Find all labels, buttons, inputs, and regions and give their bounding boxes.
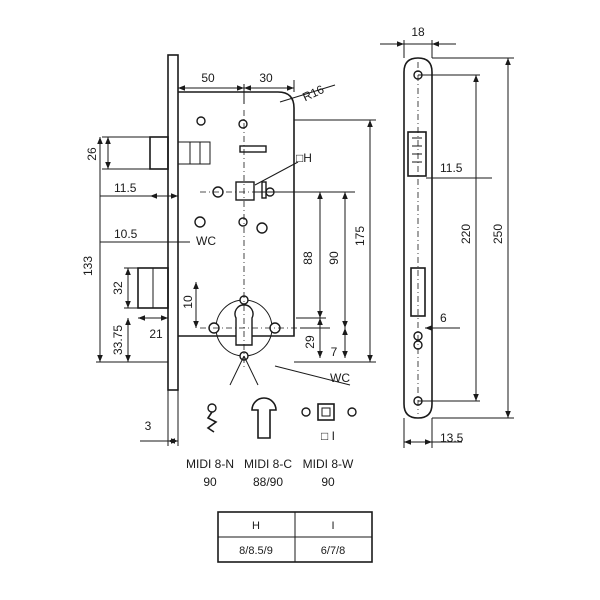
dim-r16: R16 <box>300 82 326 104</box>
dim-11-5-right: 11.5 <box>440 161 463 175</box>
table-header-i: I <box>331 520 334 532</box>
dim-7: 7 <box>331 345 338 359</box>
spec-table: H I 8/8.5/9 6/7/8 <box>217 511 373 563</box>
variant-value: 88/90 <box>253 475 283 489</box>
dim-30: 30 <box>259 71 273 85</box>
faceplate-side <box>167 54 179 391</box>
label-square-i: □ I <box>321 429 335 443</box>
bolt-opening <box>410 267 426 317</box>
dim-10: 10 <box>181 295 195 309</box>
euro-cylinder-icon <box>251 397 277 439</box>
dim-33-75: 33.75 <box>111 325 125 355</box>
screw-hole <box>238 119 248 129</box>
screw-hole <box>256 222 268 234</box>
dim-3: 3 <box>145 419 152 433</box>
label-square-h: □H <box>296 151 312 165</box>
dim-6: 6 <box>440 311 447 325</box>
screw-hole <box>196 116 206 126</box>
latch-bolt <box>149 136 169 170</box>
dim-29: 29 <box>303 335 317 349</box>
wc-square-icon <box>301 403 357 421</box>
cylinder-profile <box>234 304 254 346</box>
dim-18: 18 <box>411 25 425 39</box>
table-header-h: H <box>252 520 260 532</box>
dim-10-5: 10.5 <box>114 227 138 241</box>
slot-hole <box>239 145 267 153</box>
faceplate-outline <box>403 57 433 419</box>
dim-220: 220 <box>459 224 473 244</box>
dim-13-5: 13.5 <box>440 431 464 445</box>
latch-opening <box>407 131 427 177</box>
table-cell-h: 8/8.5/9 <box>239 545 273 557</box>
table-cell-i: 6/7/8 <box>321 545 345 557</box>
dim-32: 32 <box>111 281 125 295</box>
dim-250: 250 <box>491 224 505 244</box>
follower-square <box>235 181 255 201</box>
dimension-labels: 50 30 R16 26 11.5 10.5 WC 133 32 21 33.7… <box>81 25 505 445</box>
variant-value: 90 <box>321 475 335 489</box>
dim-21: 21 <box>149 327 163 341</box>
faceplate-dimensions <box>380 40 514 448</box>
variant-name: MIDI 8-N <box>186 457 234 471</box>
warded-key-icon <box>206 403 218 433</box>
dim-90: 90 <box>327 251 341 265</box>
variant-name: MIDI 8-W <box>303 457 354 471</box>
dim-88: 88 <box>301 251 315 265</box>
dim-11-5-left: 11.5 <box>114 181 137 195</box>
lock-case-outline <box>178 91 295 337</box>
screw-hole <box>194 216 206 228</box>
dimension-lines <box>96 80 376 446</box>
dim-50: 50 <box>201 71 215 85</box>
variant-name: MIDI 8-C <box>244 457 292 471</box>
variant-labels: MIDI 8-N 90 MIDI 8-C 88/90 MIDI 8-W 90 <box>186 457 354 489</box>
variant-value: 90 <box>203 475 217 489</box>
label-wc-top: WC <box>196 234 216 248</box>
front-faceplate <box>403 57 433 419</box>
dim-175: 175 <box>353 226 367 246</box>
label-wc-bottom: WC <box>330 371 350 385</box>
dim-133: 133 <box>81 256 95 276</box>
dim-26: 26 <box>85 147 99 161</box>
screw-hole <box>238 217 248 227</box>
variant-symbols <box>206 397 357 439</box>
